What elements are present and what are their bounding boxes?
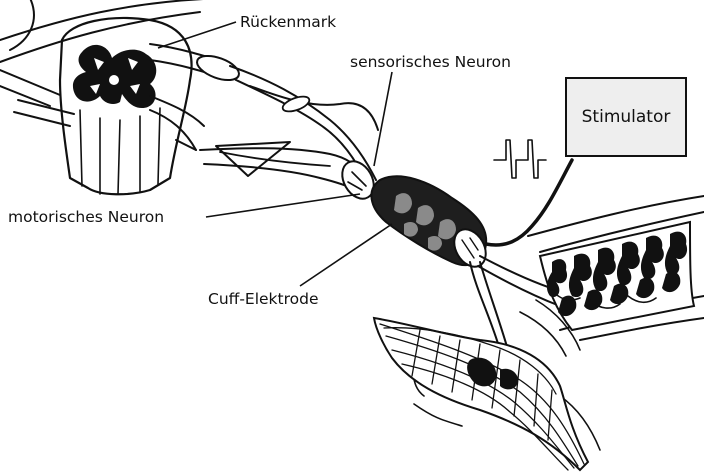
label-cuff-elektrode: Cuff-Elektrode bbox=[208, 290, 319, 308]
nerve-fibers bbox=[200, 66, 380, 204]
muscle-belly-lower bbox=[374, 300, 600, 470]
label-motorisches-neuron: motorisches Neuron bbox=[8, 208, 164, 226]
stimulator-cable bbox=[486, 160, 572, 245]
leader-sensorisches-neuron bbox=[374, 72, 392, 166]
skeletal-muscle-right bbox=[528, 196, 704, 340]
cuff-electrode-illustration bbox=[371, 176, 492, 272]
leader-motorisches-neuron bbox=[206, 194, 360, 217]
stimulator-label: Stimulator bbox=[582, 107, 671, 127]
stimulation-waveform bbox=[494, 140, 546, 178]
label-rueckenmark: Rückenmark bbox=[240, 13, 336, 31]
spinal-cord-illustration bbox=[0, 0, 242, 194]
leader-cuff-elektrode bbox=[300, 224, 392, 286]
label-sensorisches-neuron: sensorisches Neuron bbox=[350, 53, 511, 71]
